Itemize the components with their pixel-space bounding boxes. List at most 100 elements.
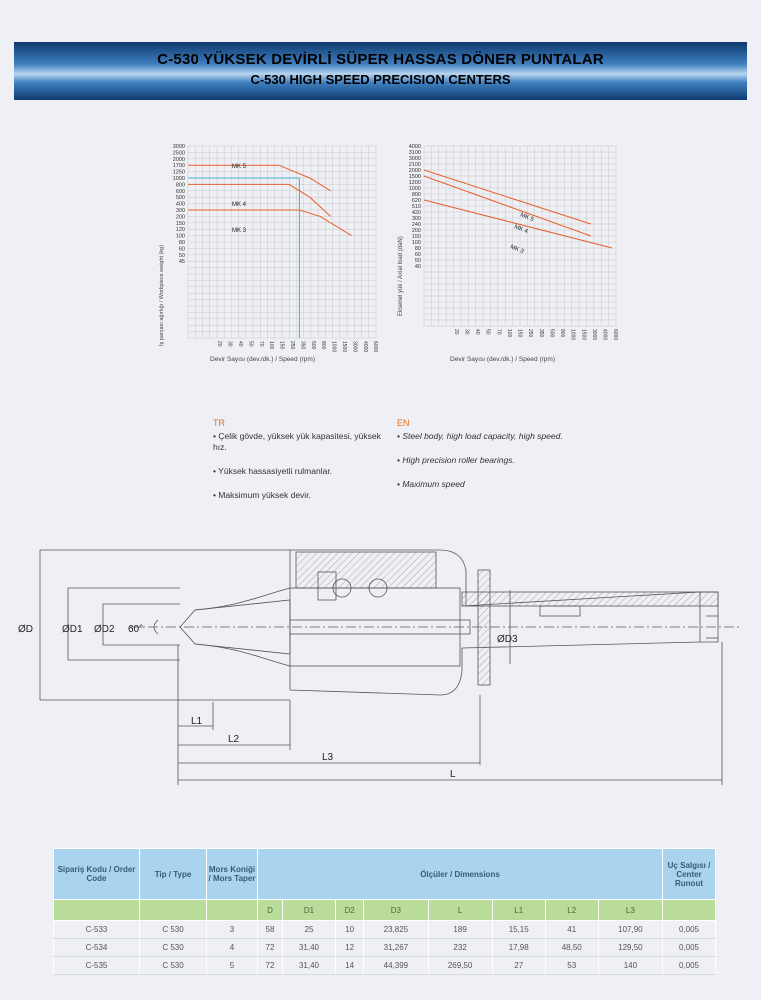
table-cell: 5 (206, 956, 258, 975)
c1-guide-line (188, 177, 300, 338)
features-tr: TR • Çelik gövde, yüksek yük kapasitesi,… (213, 418, 385, 514)
table-cell: 14 (334, 956, 365, 975)
features-en: EN • Steel body, high load capacity, hig… (397, 418, 569, 503)
c2-y-tick: 300 (412, 216, 421, 222)
c2-series-line (423, 169, 592, 225)
table-cell: 31,40 (281, 938, 336, 957)
table-cell: 0,005 (662, 956, 716, 975)
c2-y-tick: 510 (412, 204, 421, 210)
label-l2: L2 (228, 734, 240, 745)
table-cell: 31,267 (363, 938, 429, 957)
th-dim-l3: L3 (597, 899, 664, 921)
c1-x-tick: 30 (227, 341, 233, 347)
label-d3: ØD3 (497, 634, 518, 645)
chart2-grid (423, 145, 617, 327)
c2-series-line (423, 199, 613, 249)
c2-y-tick: 240 (412, 222, 421, 228)
chart-workpiece-weight: 3000250020001700125010008006005004003002… (158, 144, 378, 363)
c2-y-tick: 60 (415, 252, 421, 258)
c2-y-tick: 80 (415, 246, 421, 252)
table-cell: 140 (597, 956, 664, 975)
c1-x-tick: 250 (289, 341, 295, 350)
table-cell: 72 (257, 938, 283, 957)
c1-series-line (188, 164, 331, 192)
table-cell: 72 (257, 956, 283, 975)
c2-y-tick: 4000 (409, 144, 421, 150)
c2-y-tick: 1500 (409, 174, 421, 180)
c1-y-tick: 500 (176, 195, 185, 201)
c1-y-tick: 50 (179, 253, 185, 259)
th-dimensions: Ölçüler / Dimensions (257, 848, 663, 900)
table-cell: 269,50 (427, 956, 493, 975)
c1-y-tick: 200 (176, 214, 185, 220)
c2-y-tick: 2000 (409, 168, 421, 174)
chart1-xlabel: Devir Sayısı (dev./dk.) / Speed (rpm) (210, 356, 315, 363)
c2-y-tick: 420 (412, 210, 421, 216)
chart-axial-load: 4000310030002100200015001200100080062051… (398, 144, 618, 363)
c1-x-tick: 6000 (372, 341, 378, 352)
table-cell: C 530 (139, 956, 207, 975)
c2-y-tick: 800 (412, 192, 421, 198)
th-sub-blank (662, 899, 716, 921)
chart1-grid (187, 145, 377, 339)
label-l: L (450, 769, 456, 780)
c1-x-tick: 4000 (362, 341, 368, 352)
table-cell: 23,825 (363, 920, 429, 939)
table-cell: 12 (334, 938, 365, 957)
c2-y-tick: 1200 (409, 180, 421, 186)
c2-y-tick: 40 (415, 264, 421, 270)
c1-y-tick: 1000 (173, 176, 185, 182)
c1-x-tick: 100 (268, 341, 274, 350)
feature-tr-1: • Çelik gövde, yüksek yük kapasitesi, yü… (213, 431, 381, 452)
label-angle: 60° (128, 624, 143, 635)
chart2-y-ticks: 4000310030002100200015001200100080062051… (409, 144, 421, 270)
title-tr: C-530 YÜKSEK DEVİRLİ SÜPER HASSAS DÖNER … (157, 51, 604, 68)
table-cell: C-534 (53, 938, 140, 957)
c2-x-tick: 350 (538, 329, 544, 338)
table-cell: 189 (427, 920, 493, 939)
features-tr-heading: TR (213, 418, 225, 428)
table-cell: 107,90 (597, 920, 664, 939)
table-cell: 53 (544, 956, 599, 975)
table-cell: 10 (334, 920, 365, 939)
c1-series-label: MK 4 (232, 202, 247, 208)
feature-en-1: • Steel body, high load capacity, high s… (397, 431, 563, 441)
c2-x-tick: 250 (527, 329, 533, 338)
label-l1: L1 (191, 716, 203, 727)
table-cell: 25 (281, 920, 336, 939)
th-sub-blank (53, 899, 140, 921)
table-cell: C 530 (139, 938, 207, 957)
c2-y-tick: 1000 (409, 186, 421, 192)
c2-x-tick: 4000 (602, 329, 608, 340)
feature-tr-2: • Yüksek hassasiyetli rulmanlar. (213, 466, 333, 476)
c2-x-tick: 70 (495, 329, 501, 335)
c1-y-tick: 120 (176, 227, 185, 233)
table-cell: C 530 (139, 920, 207, 939)
c1-x-tick: 1000 (331, 341, 337, 352)
table-cell: 44,399 (363, 956, 429, 975)
c2-x-tick: 50 (485, 329, 491, 335)
c2-x-tick: 40 (474, 329, 480, 335)
c2-y-tick: 200 (412, 228, 421, 234)
c1-series-line (188, 209, 352, 237)
table-cell: 48,50 (544, 938, 599, 957)
c1-x-tick: 150 (279, 341, 285, 350)
feature-tr-3: • Maksimum yüksek devir. (213, 490, 311, 500)
c2-x-tick: 800 (559, 329, 565, 338)
table-cell: 58 (257, 920, 283, 939)
label-d1: ØD1 (62, 624, 83, 635)
th-runout: Uç Salgısı / Center Runout (662, 848, 716, 900)
table-cell: 129,50 (597, 938, 664, 957)
c1-series-label: MK 5 (232, 164, 247, 170)
c1-x-tick: 800 (320, 341, 326, 350)
c2-x-tick: 1500 (580, 329, 586, 340)
c1-y-tick: 600 (176, 189, 185, 195)
c1-y-tick: 45 (179, 259, 185, 265)
th-dim-d3: D3 (363, 899, 429, 921)
chart1-series: MK 5MK 4MK 3 (188, 164, 352, 338)
c1-x-tick: 50 (247, 341, 253, 347)
table-cell: 17,98 (491, 938, 546, 957)
c2-y-tick: 50 (415, 258, 421, 264)
